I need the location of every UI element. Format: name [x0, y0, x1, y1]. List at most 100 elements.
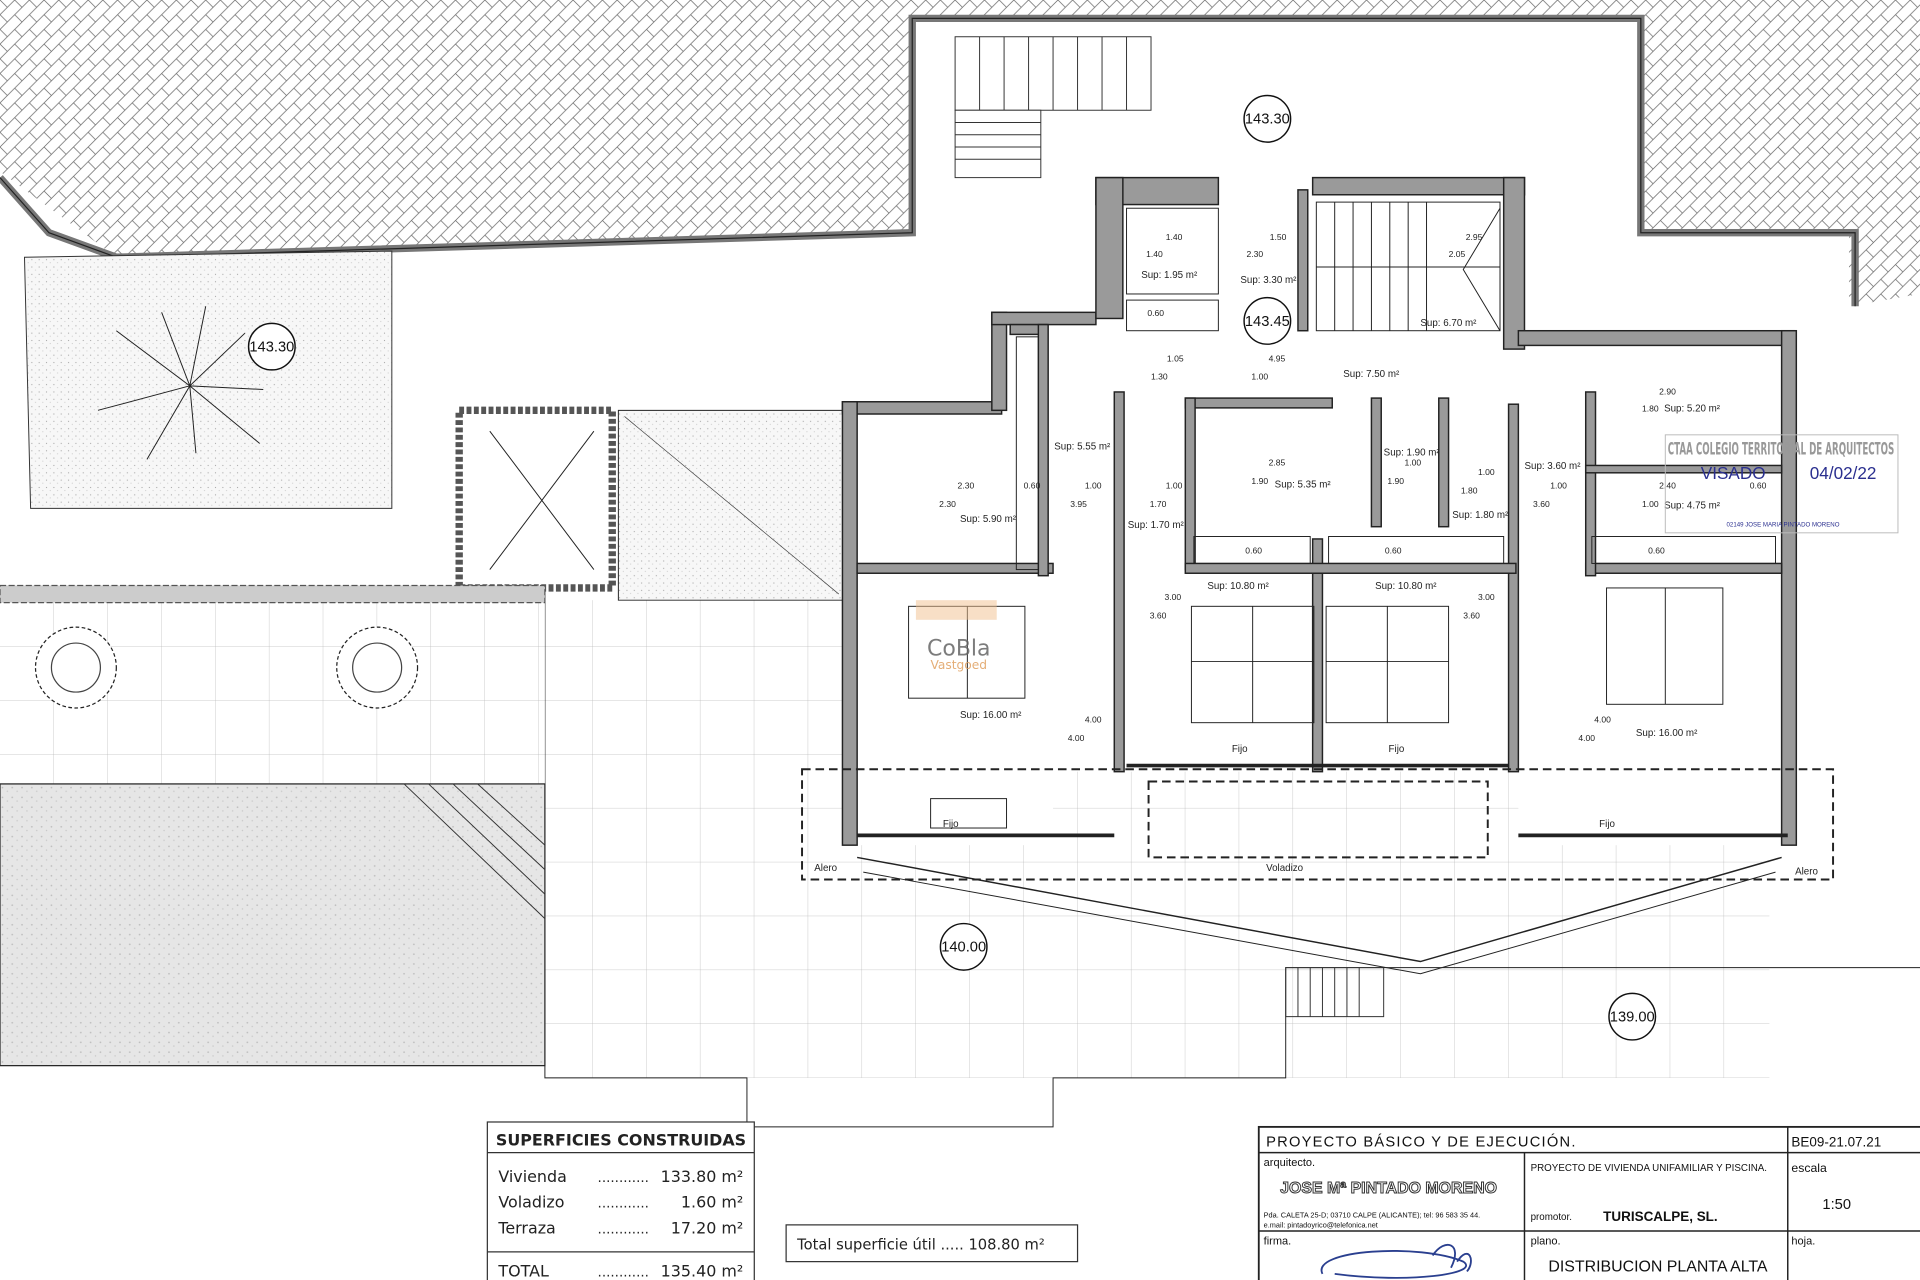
elevation-marker: 140.00	[939, 922, 988, 971]
svg-text:Terraza: Terraza	[497, 1218, 555, 1237]
svg-text:promotor.: promotor.	[1531, 1212, 1572, 1223]
elevation-marker: 139.00	[1608, 992, 1657, 1041]
svg-text:3.00: 3.00	[1478, 592, 1495, 602]
svg-text:Sup: 5.55 m²: Sup: 5.55 m²	[1054, 442, 1111, 453]
svg-text:Sup: 7.50 m²: Sup: 7.50 m²	[1343, 369, 1400, 380]
elevation-marker: 143.30	[247, 322, 296, 371]
svg-text:hoja.: hoja.	[1791, 1235, 1815, 1247]
svg-text:Pda. CALETA 25-D; 03710 CALPE: Pda. CALETA 25-D; 03710 CALPE (ALICANTE)…	[1264, 1211, 1481, 1220]
svg-text:Sup: 5.35 m²: Sup: 5.35 m²	[1275, 480, 1332, 491]
elevation-marker: 143.45	[1243, 296, 1292, 345]
svg-text:Fijo: Fijo	[1389, 744, 1405, 755]
eave-outline	[801, 768, 1835, 881]
svg-text:2.30: 2.30	[958, 481, 975, 491]
svg-text:BE09-21.07.21: BE09-21.07.21	[1791, 1134, 1881, 1149]
svg-text:1.60 m²: 1.60 m²	[681, 1193, 743, 1212]
exterior-stairs	[954, 36, 1385, 1018]
svg-text:0.60: 0.60	[1648, 546, 1665, 556]
svg-text:2.30: 2.30	[939, 499, 956, 509]
svg-text:4.95: 4.95	[1269, 353, 1286, 363]
svg-text:Fijo: Fijo	[1599, 819, 1615, 830]
svg-text:Vivienda: Vivienda	[498, 1167, 566, 1186]
svg-text:1.40: 1.40	[1146, 249, 1163, 259]
svg-text:Sup: 1.90 m²: Sup: 1.90 m²	[1384, 448, 1441, 459]
svg-text:1:50: 1:50	[1822, 1197, 1851, 1213]
svg-text:0.60: 0.60	[1750, 481, 1767, 491]
useful-surface-box: Total superficie útil ..... 108.80 m²	[785, 1224, 1079, 1263]
svg-text:0.60: 0.60	[1245, 546, 1262, 556]
svg-text:1.00: 1.00	[1251, 372, 1268, 382]
svg-text:3.60: 3.60	[1533, 499, 1550, 509]
svg-text:3.60: 3.60	[1463, 611, 1480, 621]
building-walls	[841, 176, 1798, 846]
svg-text:Sup: 4.75 m²: Sup: 4.75 m²	[1664, 500, 1721, 511]
svg-text:e.mail: pintadoyrico@telefonic: e.mail: pintadoyrico@telefonica.net	[1264, 1220, 1378, 1229]
svg-text:Fijo: Fijo	[1232, 744, 1248, 755]
svg-text:VISADO: VISADO	[1701, 463, 1766, 483]
svg-text:Alero: Alero	[814, 863, 837, 874]
svg-text:............: ............	[598, 1221, 649, 1237]
svg-text:Sup: 3.30 m²: Sup: 3.30 m²	[1240, 275, 1297, 286]
svg-text:Sup: 3.60 m²: Sup: 3.60 m²	[1524, 461, 1581, 472]
svg-text:133.80 m²: 133.80 m²	[661, 1167, 744, 1186]
svg-text:4.00: 4.00	[1594, 715, 1611, 725]
svg-text:Sup: 6.70 m²: Sup: 6.70 m²	[1420, 318, 1477, 329]
svg-text:1.50: 1.50	[1270, 232, 1287, 242]
elevation-marker: 143.30	[1243, 94, 1292, 143]
svg-text:1.00: 1.00	[1085, 481, 1102, 491]
svg-text:firma.: firma.	[1264, 1235, 1292, 1247]
svg-text:TOTAL: TOTAL	[497, 1261, 549, 1280]
svg-text:2.90: 2.90	[1659, 386, 1676, 396]
svg-text:............: ............	[598, 1196, 649, 1212]
svg-text:1.40: 1.40	[1166, 232, 1183, 242]
svg-text:1.00: 1.00	[1166, 481, 1183, 491]
svg-text:DISTRIBUCION PLANTA ALTA: DISTRIBUCION PLANTA ALTA	[1548, 1258, 1768, 1275]
shrub-icon	[34, 626, 117, 709]
svg-text:140.00: 140.00	[941, 940, 986, 956]
cantilever-outline	[1147, 780, 1489, 859]
svg-text:4.00: 4.00	[1578, 733, 1595, 743]
svg-text:Sup: 10.80 m²: Sup: 10.80 m²	[1375, 581, 1437, 592]
svg-text:2.05: 2.05	[1449, 249, 1466, 259]
svg-text:Sup: 16.00 m²: Sup: 16.00 m²	[1636, 728, 1698, 739]
svg-text:2.85: 2.85	[1269, 457, 1286, 467]
svg-text:Sup: 1.80 m²: Sup: 1.80 m²	[1452, 510, 1509, 521]
cobla-logo: CoBla Vastgoed	[915, 600, 997, 672]
surfaces-table: SUPERFICIES CONSTRUIDAS Vivienda .......…	[486, 1121, 755, 1280]
svg-text:1.30: 1.30	[1151, 372, 1168, 382]
svg-text:02149 JOSE MARIA PINTADO MOREN: 02149 JOSE MARIA PINTADO MORENO	[1727, 522, 1840, 529]
svg-text:TURISCALPE, SL.: TURISCALPE, SL.	[1603, 1209, 1717, 1224]
title-block: PROYECTO BÁSICO Y DE EJECUCIÓN. BE09-21.…	[1257, 1125, 1920, 1280]
room-area-labels: Sup: 1.95 m² Sup: 3.30 m² Sup: 6.70 m² S…	[960, 270, 1721, 739]
window-labels: Fijo Fijo Fijo Fijo Voladizo Alero Alero	[814, 744, 1818, 877]
svg-text:PROYECTO BÁSICO Y DE EJECUCIÓN: PROYECTO BÁSICO Y DE EJECUCIÓN.	[1266, 1133, 1577, 1150]
svg-text:1.00: 1.00	[1642, 499, 1659, 509]
stone-border	[0, 584, 546, 604]
svg-text:Sup: 5.90 m²: Sup: 5.90 m²	[960, 514, 1017, 525]
svg-text:arquitecto.: arquitecto.	[1264, 1157, 1315, 1169]
svg-text:............: ............	[598, 1170, 649, 1186]
svg-text:CoBla: CoBla	[927, 636, 991, 661]
svg-text:Voladizo: Voladizo	[1266, 863, 1304, 874]
svg-text:CTAA COLEGIO TERRITORIAL DE AR: CTAA COLEGIO TERRITORIAL DE ARQUITECTOS	[1668, 439, 1895, 459]
architect-signature	[1320, 1244, 1472, 1279]
svg-text:143.45: 143.45	[1245, 314, 1290, 330]
svg-text:Alero: Alero	[1795, 867, 1818, 878]
svg-text:3.60: 3.60	[1150, 611, 1167, 621]
pool	[0, 783, 546, 1067]
visado-stamp: CTAA COLEGIO TERRITORIAL DE ARQUITECTOS …	[1664, 434, 1899, 534]
svg-text:............: ............	[598, 1264, 649, 1280]
svg-text:04/02/22: 04/02/22	[1810, 463, 1877, 483]
hatched-terrain	[0, 0, 1920, 307]
svg-text:Fijo: Fijo	[943, 819, 959, 830]
svg-text:2.30: 2.30	[1247, 249, 1264, 259]
svg-text:3.95: 3.95	[1070, 499, 1087, 509]
svg-text:1.80: 1.80	[1461, 486, 1478, 496]
svg-text:escala: escala	[1791, 1161, 1827, 1175]
svg-text:plano.: plano.	[1531, 1235, 1561, 1247]
svg-text:Sup: 16.00 m²: Sup: 16.00 m²	[960, 710, 1022, 721]
svg-text:Sup: 1.70 m²: Sup: 1.70 m²	[1128, 520, 1185, 531]
terrace-point	[857, 856, 1782, 963]
svg-text:Voladizo: Voladizo	[498, 1193, 564, 1212]
